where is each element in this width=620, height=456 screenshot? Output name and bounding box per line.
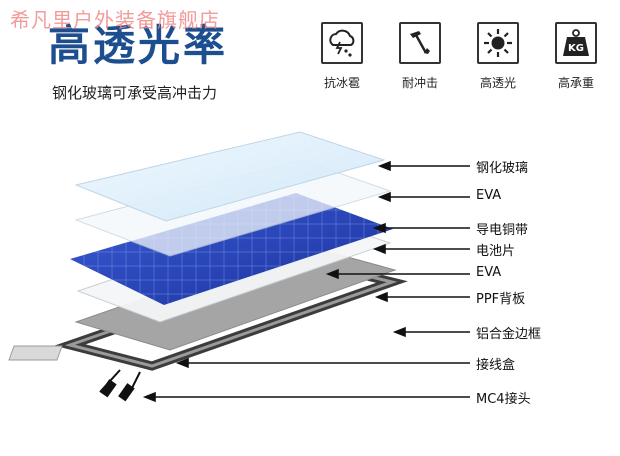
hammer-impact-icon	[399, 22, 441, 64]
callout-arrows	[142, 160, 470, 403]
mc4-connector-shape	[99, 369, 141, 402]
label-conductive-copper-strip: 导电铜带	[476, 223, 529, 238]
label-eva-lower: EVA	[476, 265, 502, 280]
headline-subtitle: 钢化玻璃可承受高冲击力	[52, 84, 218, 102]
label-junction-box: 接线盒	[476, 358, 516, 373]
kg-icon-text: KG	[568, 43, 584, 54]
label-eva-upper: EVA	[476, 188, 502, 203]
kg-weight-icon: KG	[555, 22, 597, 64]
feature-high-load: KG 高承重	[540, 22, 612, 91]
feature-label: 抗冰雹	[323, 76, 360, 90]
sun-icon	[477, 22, 519, 64]
tempered-glass-layer	[74, 131, 386, 222]
feature-label: 高透光	[479, 76, 516, 90]
label-aluminum-frame: 铝合金边框	[476, 327, 542, 342]
label-mc4-connector: MC4接头	[476, 392, 531, 407]
feature-impact-resistant: 耐冲击	[384, 22, 456, 91]
feature-hail-resistant: 抗冰雹	[306, 22, 378, 91]
hail-cloud-icon	[321, 22, 363, 64]
label-ppf-backsheet: PPF背板	[476, 292, 526, 307]
headline-title: 高透光率	[48, 21, 229, 70]
feature-label: 高承重	[557, 76, 594, 90]
feature-high-transmittance: 高透光	[462, 22, 534, 91]
junction-box	[8, 345, 63, 361]
label-tempered-glass: 钢化玻璃	[476, 161, 529, 176]
feature-label: 耐冲击	[401, 76, 438, 90]
label-solar-cells: 电池片	[476, 244, 516, 259]
solar-cells-layer	[70, 193, 393, 305]
store-watermark: 希凡里户外装备旗舰店	[10, 8, 220, 32]
